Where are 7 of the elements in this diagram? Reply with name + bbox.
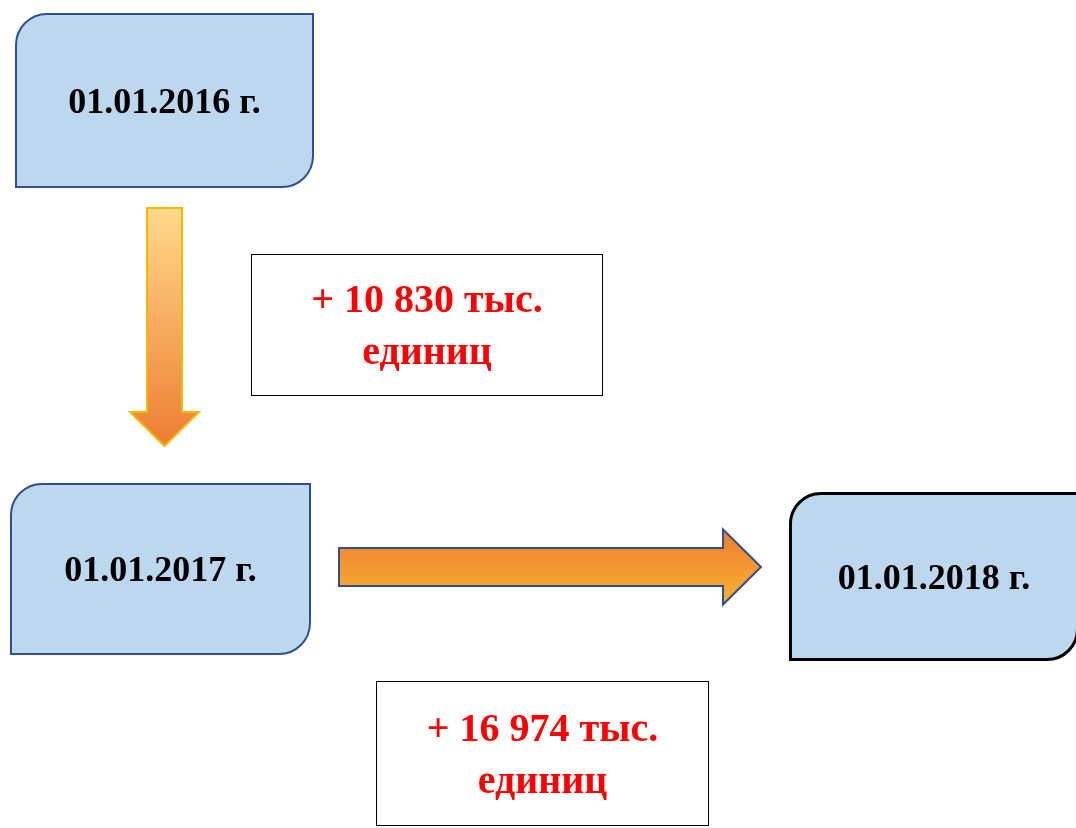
block-arrow (338, 527, 763, 607)
value-box: + 16 974 тыс. единиц (376, 681, 709, 826)
date-box: 01.01.2017 г. (10, 483, 311, 655)
date-box: 01.01.2016 г. (15, 13, 314, 188)
value-box: + 10 830 тыс. единиц (251, 254, 603, 396)
block-arrow (127, 207, 202, 448)
date-box: 01.01.2018 г. (789, 492, 1076, 661)
